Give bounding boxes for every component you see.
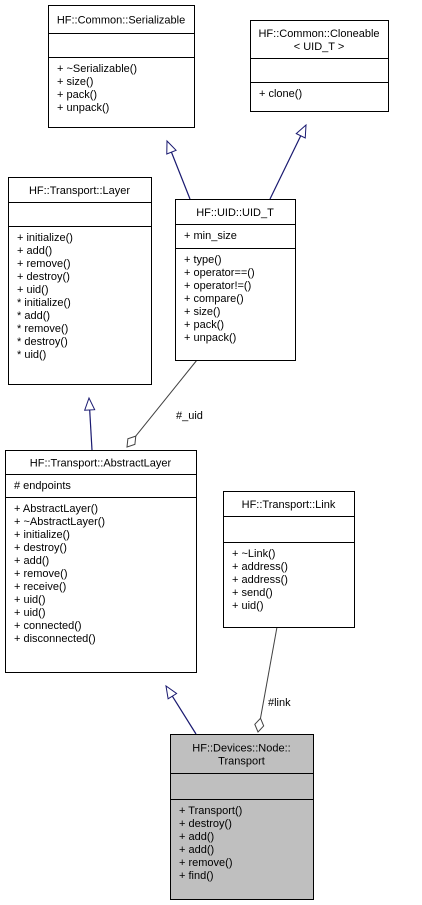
- class-box-frame: [250, 20, 389, 112]
- class-box-node-transport: HF::Devices::Node::Transport+ Transport(…: [170, 734, 314, 900]
- edge-labels: #_uid #link: [176, 410, 291, 709]
- class-method: + receive(): [14, 581, 66, 593]
- class-box-link: HF::Transport::Link+ ~Link()+ address()+…: [223, 491, 355, 628]
- class-title: < UID_T >: [294, 41, 345, 53]
- class-method: + remove(): [14, 568, 68, 580]
- class-method: + find(): [179, 870, 214, 882]
- class-method: + pack(): [57, 89, 97, 101]
- edge-uid-aggregation: [135, 359, 198, 437]
- class-method: + add(): [179, 831, 214, 843]
- class-box-cloneable: HF::Common::Cloneable< UID_T >+ clone(): [250, 20, 389, 112]
- class-title: HF::UID::UID_T: [196, 207, 274, 219]
- class-box-serializable: HF::Common::Serializable+ ~Serializable(…: [48, 5, 195, 128]
- edge-transport-to-abstract: [171, 695, 197, 735]
- edge-transport-to-abstract-arrowhead: [165, 684, 178, 700]
- class-box-layer: HF::Transport::Layer+ initialize()+ add(…: [8, 177, 152, 385]
- class-title: HF::Common::Serializable: [57, 15, 185, 27]
- edge-uid-aggregation-diamond: [126, 435, 137, 448]
- class-method: + type(): [184, 254, 222, 266]
- class-title: HF::Transport::Link: [242, 499, 336, 511]
- class-method: + address(): [232, 574, 288, 586]
- class-method: + remove(): [17, 258, 71, 270]
- class-box-frame: [170, 734, 314, 900]
- class-method: + initialize(): [17, 232, 73, 244]
- class-method: + operator!=(): [184, 280, 251, 292]
- class-box-frame: [8, 177, 152, 385]
- class-method: + unpack(): [57, 102, 109, 114]
- class-method: + AbstractLayer(): [14, 503, 98, 515]
- class-method: + operator==(): [184, 267, 255, 279]
- class-method: * uid(): [17, 349, 46, 361]
- class-method: + ~AbstractLayer(): [14, 516, 105, 528]
- class-method: + pack(): [184, 319, 224, 331]
- class-title: Transport: [218, 756, 265, 768]
- class-method: + unpack(): [184, 332, 236, 344]
- class-method: + disconnected(): [14, 633, 96, 645]
- edge-link-aggregation: [260, 626, 278, 719]
- class-method: + destroy(): [14, 542, 67, 554]
- class-attribute: + min_size: [184, 230, 237, 242]
- class-method: + size(): [57, 76, 93, 88]
- class-box-frame: [175, 199, 296, 361]
- class-box-frame: [48, 5, 195, 128]
- class-method: + destroy(): [17, 271, 70, 283]
- class-nodes: HF::Common::Serializable+ ~Serializable(…: [5, 5, 389, 900]
- class-title: HF::Common::Cloneable: [258, 28, 379, 40]
- edge-link-aggregation-diamond: [254, 717, 265, 733]
- class-method: * initialize(): [17, 297, 71, 309]
- class-method: + destroy(): [179, 818, 232, 830]
- class-method: + size(): [184, 306, 220, 318]
- class-method: + add(): [179, 844, 214, 856]
- class-method: * add(): [17, 310, 50, 322]
- class-box-abstract-layer: HF::Transport::AbstractLayer# endpoints+…: [5, 450, 197, 673]
- edge-uid-to-cloneable-arrowhead: [295, 123, 307, 139]
- class-method: + add(): [14, 555, 49, 567]
- edge-label-uid: #_uid: [176, 410, 203, 422]
- edge-label-link: #link: [268, 697, 291, 709]
- class-title: HF::Devices::Node::: [192, 743, 290, 755]
- edge-uid-to-serializable: [170, 151, 191, 200]
- class-method: + compare(): [184, 293, 244, 305]
- class-method: + remove(): [179, 857, 233, 869]
- class-method: + connected(): [14, 620, 82, 632]
- class-method: + add(): [17, 245, 52, 257]
- edge-uid-to-cloneable: [269, 135, 302, 200]
- class-method: + ~Serializable(): [57, 63, 137, 75]
- class-method: + uid(): [17, 284, 49, 296]
- edge-uid-to-serializable-arrowhead: [166, 139, 177, 155]
- class-box-uid-t: HF::UID::UID_T+ min_size+ type()+ operat…: [175, 199, 296, 361]
- class-title: HF::Transport::Layer: [29, 185, 130, 197]
- class-method: + clone(): [259, 88, 302, 100]
- class-method: + initialize(): [14, 529, 70, 541]
- class-title: HF::Transport::AbstractLayer: [30, 458, 172, 470]
- class-method: + uid(): [232, 600, 264, 612]
- class-method: + send(): [232, 587, 273, 599]
- class-method: * remove(): [17, 323, 68, 335]
- class-method: + ~Link(): [232, 548, 275, 560]
- edge-abstract-to-layer: [89, 409, 93, 451]
- class-method: * destroy(): [17, 336, 68, 348]
- class-attribute: # endpoints: [14, 480, 71, 492]
- class-method: + uid(): [14, 594, 46, 606]
- class-method: + address(): [232, 561, 288, 573]
- class-box-frame: [5, 450, 197, 673]
- class-method: + uid(): [14, 607, 46, 619]
- class-box-frame: [223, 491, 355, 628]
- edge-abstract-to-layer-arrowhead: [83, 396, 96, 411]
- class-method: + Transport(): [179, 805, 242, 817]
- relationship-edges: [83, 123, 307, 735]
